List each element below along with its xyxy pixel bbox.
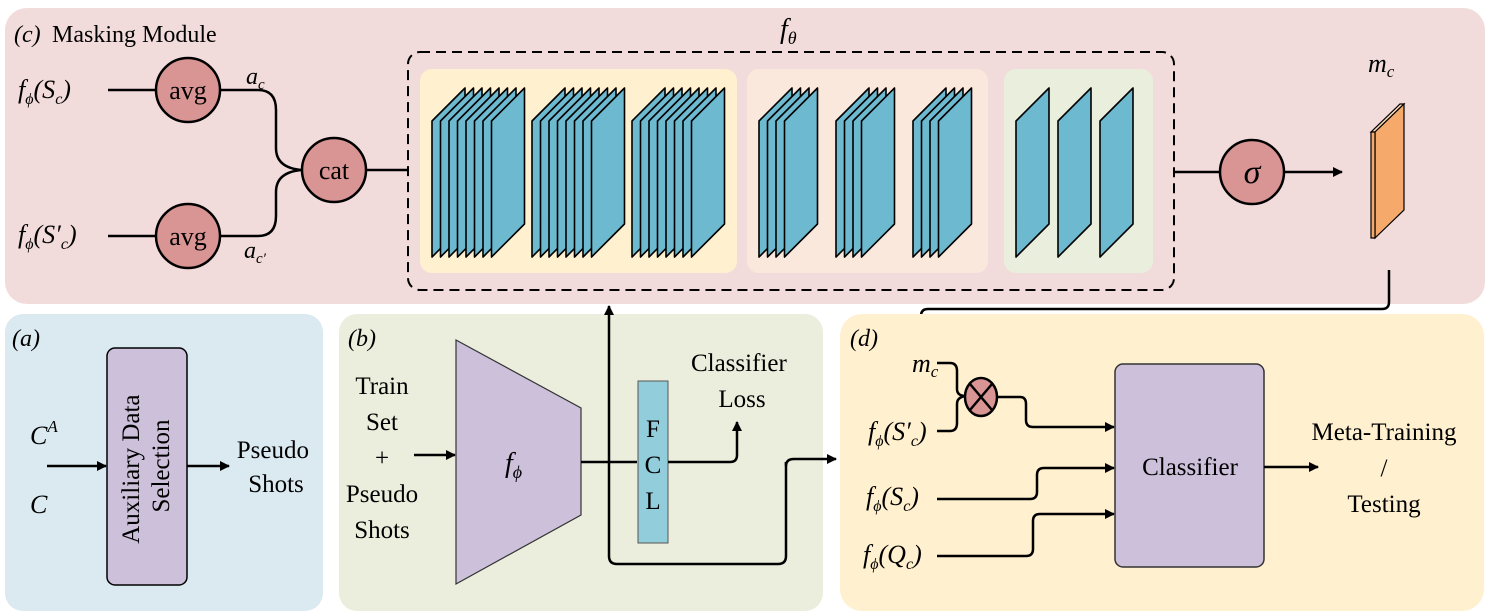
feature-map-plane (783, 87, 819, 258)
conv-stack (835, 87, 896, 258)
avg-node-bottom: avg (154, 202, 222, 270)
conv-layers (431, 87, 1134, 258)
conv-stack (1057, 87, 1092, 258)
a-c-label: ac (246, 64, 265, 93)
svg-text:cat: cat (319, 156, 350, 185)
panel-c-tag: (c) (14, 22, 41, 48)
meta-training-testing-output: Meta-Training / Testing (1312, 419, 1457, 518)
svg-text:fϕ(S′c): fϕ(S′c) (868, 417, 927, 450)
connector-features-to-ftheta (604, 305, 788, 566)
classifier-label: Classifier (1142, 454, 1238, 481)
panel-d-tag: (d) (850, 326, 878, 352)
feature-map-plane (490, 87, 526, 258)
mask-plane (1369, 102, 1406, 240)
svg-text:fϕ(Qc): fϕ(Qc) (863, 540, 922, 573)
mask-mc-label: mc (1368, 49, 1395, 81)
conv-stack (1099, 87, 1134, 258)
feature-map-plane (1015, 87, 1050, 258)
output-line: Testing (1347, 491, 1421, 518)
conv-stack (431, 87, 526, 258)
arrow-features-to-panel-d (784, 454, 837, 467)
output-line: Meta-Training (1312, 419, 1457, 446)
connector-mc-multiply (937, 361, 967, 398)
output-line: / (1381, 455, 1388, 482)
svg-text:σ: σ (1244, 154, 1262, 191)
connector-mask-to-panel-d (916, 270, 1391, 337)
feature-map-plane (937, 87, 973, 258)
panel-b-tag: (b) (348, 326, 376, 352)
conv-stack (531, 87, 626, 258)
svg-text:fϕ(S′c): fϕ(S′c) (18, 220, 77, 253)
train-input-line: Shots (354, 517, 410, 544)
sigmoid-node: σ (1218, 138, 1286, 206)
input-f-phi-sc-prime: fϕ(S′c) (18, 220, 77, 253)
fcl-letter-line: L (645, 488, 660, 515)
feature-map-plane (860, 87, 896, 258)
classifier-loss-label: Classifier Loss (691, 350, 793, 413)
panel-a-tag: (a) (12, 326, 40, 352)
pseudo-shots-output: Pseudo Shots (237, 437, 315, 498)
multiply-node (963, 376, 999, 418)
avg-node-top: avg (154, 56, 222, 124)
encoder-f-phi (455, 338, 582, 586)
conv-stack (631, 87, 726, 258)
svg-text:avg: avg (169, 222, 207, 251)
feature-map-plane (690, 87, 726, 258)
svg-text:fϕ(Sc): fϕ(Sc) (866, 482, 919, 515)
arrow-fcl-loss (668, 421, 742, 464)
connector-scp-multiply (937, 394, 967, 433)
cat-node: cat (300, 136, 368, 204)
f-theta-label: fθ (780, 14, 797, 48)
input-f-phi-sc-d: fϕ(Sc) (866, 482, 919, 515)
input-c-a: CA (30, 417, 58, 450)
train-input-line: Train (355, 373, 409, 400)
fcl-layer (637, 380, 669, 544)
feature-map-plane (590, 87, 626, 258)
arrow-multiply-classifier (997, 395, 1115, 432)
train-input-line: Set (366, 409, 398, 436)
conv-stack (758, 87, 819, 258)
svg-text:avg: avg (169, 76, 207, 105)
connector-avg-bottom-cat (220, 168, 303, 238)
mc-input: mc (912, 349, 939, 381)
train-input-line: Pseudo (346, 481, 418, 508)
connector-avg-top-cat (220, 88, 303, 172)
fcl-letter-line: C (645, 452, 662, 479)
a-c-prime-label: ac′ (244, 238, 267, 267)
input-f-phi-sc: fϕ(Sc) (18, 75, 71, 108)
feature-map-plane (1057, 87, 1092, 258)
input-f-phi-scp-d: fϕ(S′c) (868, 417, 927, 450)
arrow-sc-classifier (937, 463, 1115, 501)
conv-stack (912, 87, 973, 258)
train-input-line: + (375, 445, 389, 472)
svg-text:fϕ(Sc): fϕ(Sc) (18, 75, 71, 108)
arrow-qc-classifier (937, 509, 1115, 558)
feature-map-plane (1099, 87, 1134, 258)
aux-box-label: Auxiliary Data Selection (118, 388, 175, 544)
conv-stack (1015, 87, 1050, 258)
panel-c-title: Masking Module (52, 22, 217, 48)
input-c: C (30, 490, 48, 519)
fcl-letter-line: F (646, 416, 660, 443)
encoder-label: fϕ (505, 448, 522, 482)
classifier-box (1114, 363, 1265, 568)
input-f-phi-qc-d: fϕ(Qc) (863, 540, 922, 573)
